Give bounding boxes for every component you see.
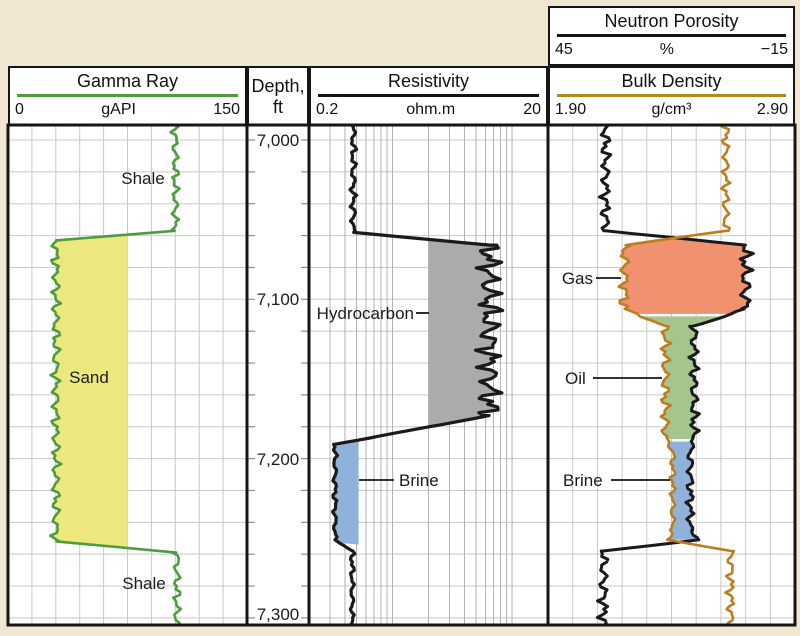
neutron-porosity-scale-unit: % (659, 41, 674, 58)
annotation-layer: 7,000 7,100 7,200 7,300 Shale Sand Shale… (69, 131, 670, 624)
neutron-porosity-scale-max: −15 (760, 41, 788, 58)
bulk-density-curve (617, 126, 736, 624)
depth-track-bg (247, 125, 309, 625)
bulk-density-scale-unit: g/cm³ (651, 101, 692, 118)
gamma-ray-scale-rule (17, 94, 238, 97)
bulk-density-scale-max: 2.90 (756, 101, 788, 118)
sand-fill (50, 234, 128, 548)
depth-header: Depth, ft (247, 66, 309, 127)
gamma_ray-curves (48, 126, 183, 624)
neutron-porosity-header: Neutron Porosity 45 % −15 (548, 6, 795, 66)
zone-label-brine-density: Brine (563, 471, 603, 490)
bulk-density-scale-rule (557, 94, 786, 97)
gamma-ray-title: Gamma Ray (76, 71, 179, 91)
resistivity-curve (331, 126, 505, 624)
bulk-density-header: Bulk Density 1.90 g/cm³ 2.90 (548, 66, 795, 127)
porosity_density-track-border (546, 123, 797, 627)
gamma-ray-scale-max: 150 (213, 101, 240, 118)
porosity_density-curves (595, 126, 755, 624)
neutron-porosity-title: Neutron Porosity (604, 11, 739, 31)
plot-canvas (6, 123, 797, 627)
depth-label-7100: 7,100 (257, 290, 300, 309)
neutron-porosity-curve (595, 126, 755, 624)
depth-label-7000: 7,000 (257, 131, 300, 150)
zone-label-shale-top: Shale (121, 169, 164, 188)
depth-label-7200: 7,200 (257, 450, 300, 469)
depth-label-7300: 7,300 (257, 605, 300, 624)
resistivity-scale-min: 0.2 (316, 101, 339, 118)
resistivity-scale-max: 20 (523, 101, 541, 118)
resistivity-scale-unit: ohm.m (406, 101, 456, 118)
zone-label-hydrocarbon: Hydrocarbon (317, 304, 414, 323)
gas-fill (618, 239, 754, 314)
bulk-density-scale-min: 1.90 (555, 101, 587, 118)
depth-title: Depth, (251, 75, 305, 96)
gamma-ray-header: Gamma Ray 0 gAPI 150 (8, 66, 247, 127)
zone-label-brine-resistivity: Brine (399, 471, 439, 490)
resistivity-scale-rule (318, 94, 539, 97)
resistivity-title: Resistivity (387, 71, 469, 91)
zone-label-gas: Gas (562, 269, 593, 288)
bulk-density-title: Bulk Density (621, 71, 722, 91)
gamma-ray-scale-unit: gAPI (101, 101, 136, 118)
brine-fill (332, 440, 359, 545)
gamma-ray-curve (48, 126, 183, 624)
neutron-porosity-scale-min: 45 (555, 41, 573, 58)
oil-fill (639, 316, 725, 439)
zone-label-oil: Oil (565, 369, 586, 388)
neutron-porosity-scale-rule (557, 34, 786, 37)
resistivity-curves (331, 126, 505, 624)
zone-label-shale-bottom: Shale (122, 574, 165, 593)
depth-unit: ft (272, 96, 283, 117)
resistivity-header: Resistivity 0.2 ohm.m 20 (309, 66, 548, 127)
gamma-ray-scale-min: 0 (15, 101, 24, 118)
zone-label-sand: Sand (69, 368, 109, 387)
